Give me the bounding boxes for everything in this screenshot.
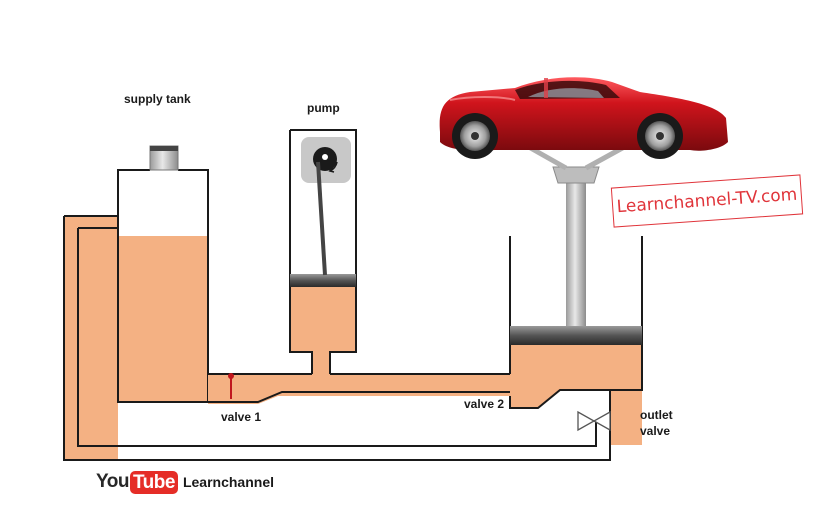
youtube-channel-name: Learnchannel (182, 474, 274, 490)
outlet-valve-label-line2: valve (640, 424, 671, 438)
lift-piston (510, 326, 642, 345)
outlet-valve-label-line1: outlet (640, 408, 673, 422)
youtube-logo[interactable]: You Tube Learnchannel (96, 470, 274, 494)
car-icon (439, 77, 728, 159)
pump-chamber-fluid (290, 286, 356, 352)
youtube-you: You (96, 471, 129, 492)
watermark-text: Learnchannel-TV.com (616, 184, 798, 218)
feed-pipe-fluid (208, 374, 510, 404)
pump-wall (289, 129, 357, 374)
pump-piston (290, 274, 356, 287)
supply-tank-label: supply tank (124, 92, 191, 106)
lift-platform (525, 143, 628, 184)
outlet-valve-icon (577, 410, 611, 432)
youtube-tube: Tube (129, 470, 178, 494)
valve-1-label: valve 1 (221, 410, 262, 424)
pump-wheel-icon (301, 137, 351, 183)
supply-tank-fluid (118, 236, 208, 402)
lift-cylinder-fluid (510, 345, 642, 390)
lift-cylinder-wall (509, 236, 643, 409)
feed-pipe-bottom-wall (208, 391, 510, 403)
pump-connecting-rod (316, 161, 327, 276)
valve-2-label: valve 2 (464, 397, 505, 411)
pump-label: pump (307, 101, 340, 115)
pump-neck-fluid (312, 350, 330, 376)
lift-ram (566, 182, 586, 326)
supply-tank-cap-top (150, 146, 178, 151)
valve-1-icon (228, 373, 234, 399)
